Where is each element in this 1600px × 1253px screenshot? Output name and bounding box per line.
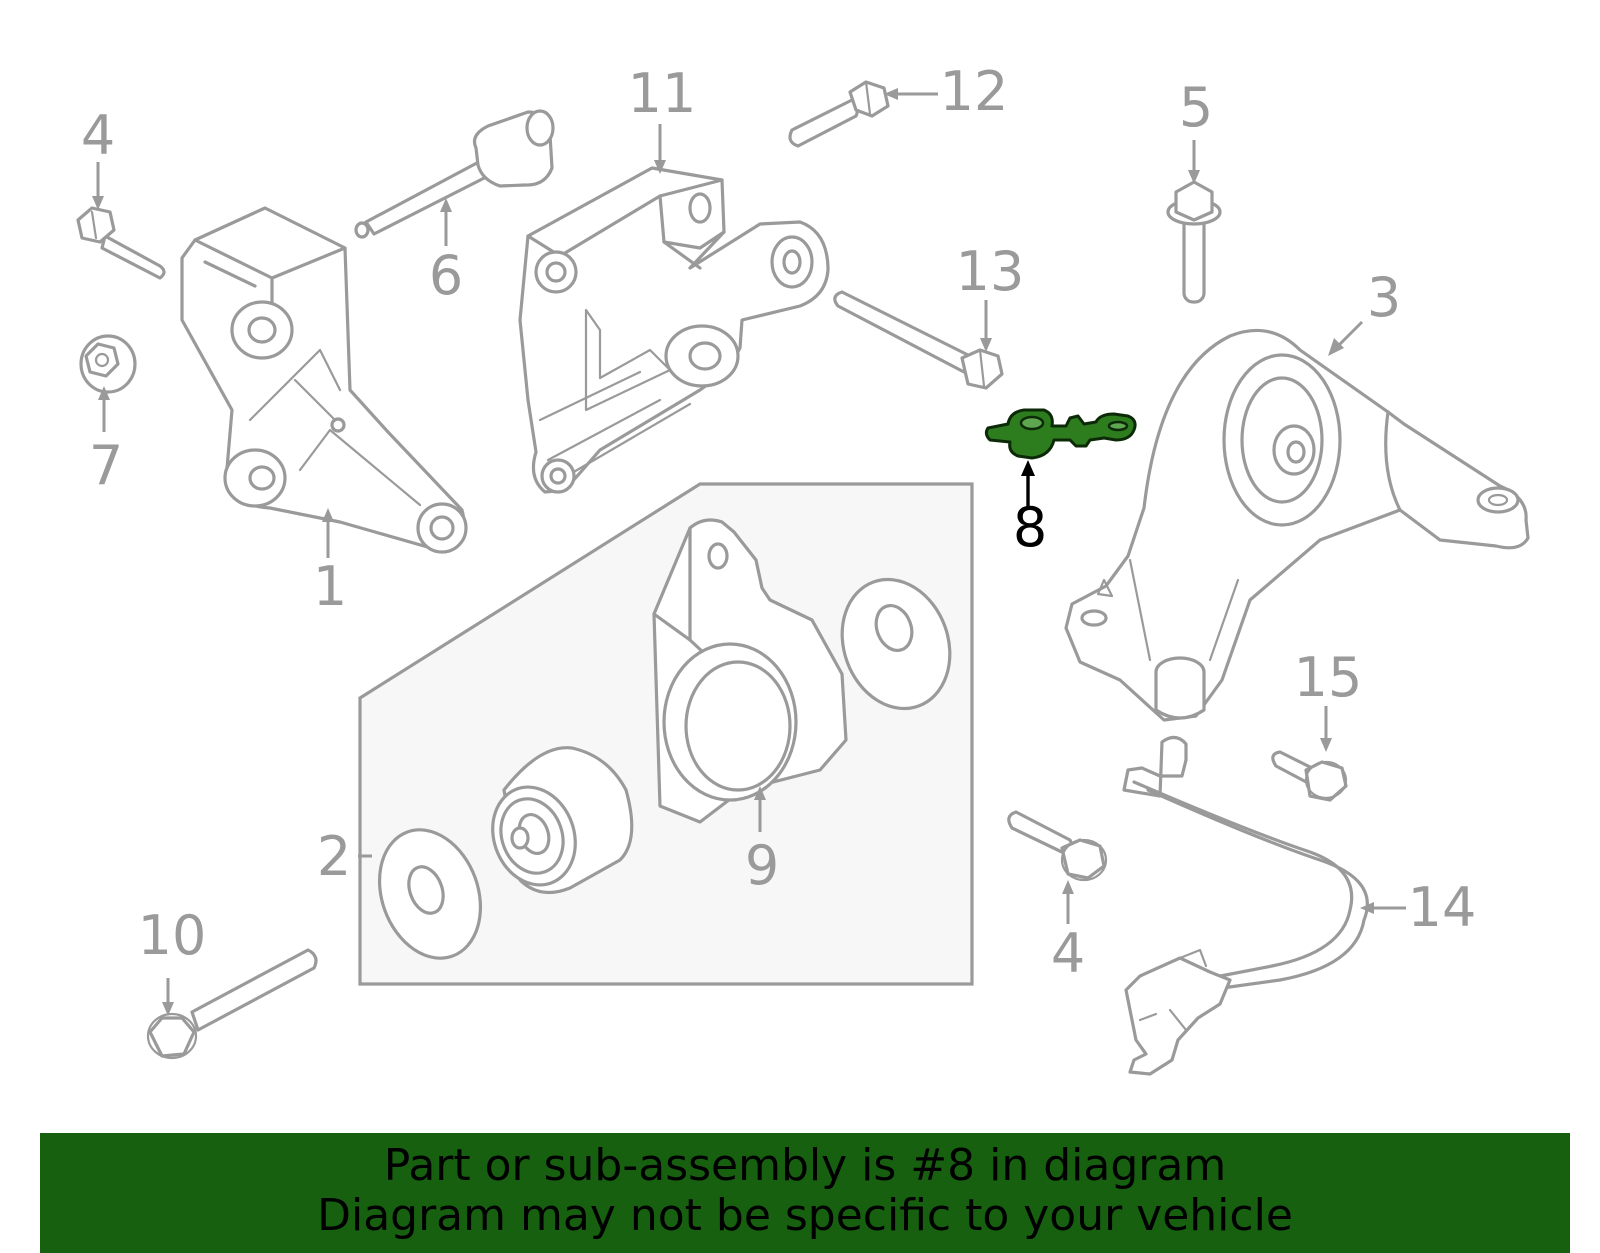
part-2-washer-right[interactable] [825,564,968,724]
part-10-long-bolt[interactable] [146,948,318,1060]
part-4-bolt-upper[interactable] [76,206,166,280]
callout-12: 12 [940,60,1009,123]
callout-11: 11 [628,62,697,125]
callout-9: 9 [745,834,779,897]
part-5-bolt[interactable] [1166,180,1222,304]
part-1-mount-bracket[interactable] [180,206,468,554]
callout-5: 5 [1179,76,1213,139]
callout-14: 14 [1408,876,1477,939]
banner-line-2: Diagram may not be specific to your vehi… [317,1190,1293,1241]
part-6-bushing-bolt[interactable] [354,109,555,239]
callout-6: 6 [429,244,463,307]
callout-15: 15 [1294,646,1363,709]
part-2-bushing[interactable] [479,746,634,897]
part-11-bracket[interactable] [518,166,830,494]
callout-3: 3 [1367,266,1401,329]
banner-line-1: Part or sub-assembly is #8 in diagram [383,1140,1227,1191]
callout-13: 13 [956,240,1025,303]
part-12-bolt[interactable] [788,80,890,148]
part-8-highlighted[interactable] [984,408,1137,460]
callout-10: 10 [138,904,207,967]
callout-4-upper: 4 [81,104,115,167]
part-2-washer-left[interactable] [362,816,497,973]
part-3-engine-mount[interactable] [1064,328,1530,722]
part-15-bolt[interactable] [1271,750,1348,802]
callout-2: 2 [317,825,351,888]
leader-arrow-8 [1021,460,1035,510]
callout-1: 1 [313,555,347,618]
callout-7: 7 [89,434,123,497]
part-13-bolt[interactable] [833,290,1004,390]
info-banner: Part or sub-assembly is #8 in diagram Di… [40,1133,1570,1253]
part-9-bushing-housing[interactable] [652,518,848,824]
callout-4-lower: 4 [1051,922,1085,985]
leader-arrows [92,88,1406,1016]
part-4-bolt-lower[interactable] [1007,810,1108,882]
part-14-sensor-cable[interactable] [1122,735,1369,1076]
callout-8: 8 [1013,496,1047,559]
part-7-nut[interactable] [79,334,137,394]
callout-labels: 1 2 3 4 4 5 6 7 8 9 10 11 12 13 14 15 [81,60,1477,985]
